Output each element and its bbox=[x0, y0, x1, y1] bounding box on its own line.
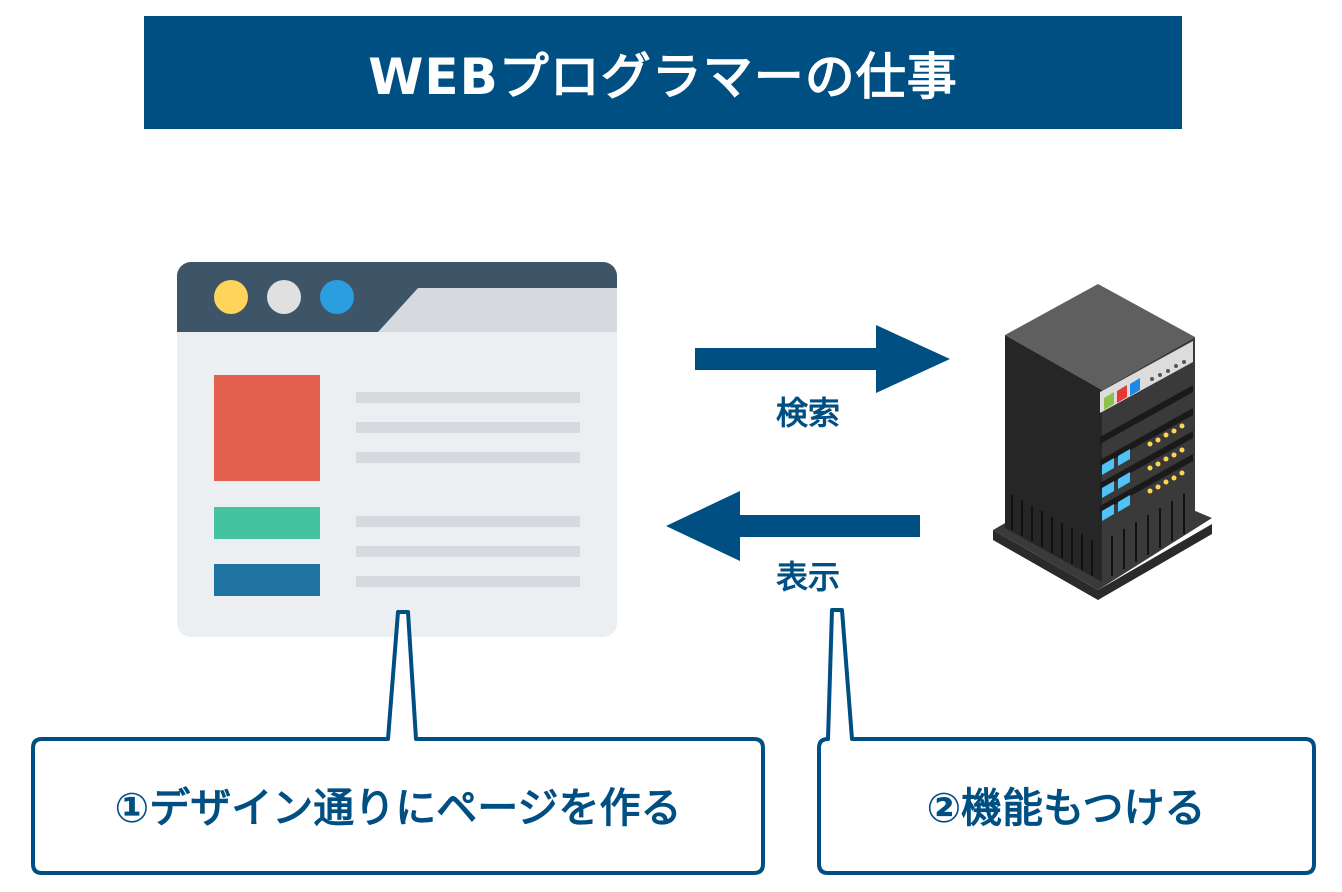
response-arrow bbox=[666, 491, 920, 561]
server-rack-icon bbox=[993, 284, 1212, 600]
server-top bbox=[1005, 284, 1195, 390]
request-arrow bbox=[695, 325, 950, 393]
window-dot-gray bbox=[267, 280, 301, 314]
text-line bbox=[356, 546, 580, 557]
text-line bbox=[356, 422, 580, 433]
request-label: 検索 bbox=[776, 394, 840, 432]
browser-body bbox=[177, 262, 617, 637]
content-block-blue bbox=[214, 564, 320, 596]
callout-function-text: ②機能もつける bbox=[926, 784, 1205, 832]
page-title-banner: WEBプログラマーの仕事 bbox=[144, 16, 1182, 129]
content-block-red bbox=[214, 375, 320, 481]
text-line bbox=[356, 516, 580, 527]
text-line bbox=[356, 452, 580, 463]
text-line bbox=[356, 392, 580, 403]
callout-design-text: ①デザイン通りにページを作る bbox=[115, 784, 682, 832]
browser-tab bbox=[378, 288, 617, 332]
window-dot-yellow bbox=[214, 280, 248, 314]
content-block-green bbox=[214, 507, 320, 539]
callout-function: ②機能もつける bbox=[817, 608, 1316, 875]
window-dot-blue bbox=[320, 280, 354, 314]
page-title: WEBプログラマーの仕事 bbox=[368, 47, 958, 106]
browser-window-icon bbox=[177, 262, 617, 637]
text-line bbox=[356, 576, 580, 587]
callout-design: ①デザイン通りにページを作る bbox=[31, 610, 765, 875]
server-left-face bbox=[1005, 335, 1102, 582]
response-label: 表示 bbox=[776, 558, 840, 596]
